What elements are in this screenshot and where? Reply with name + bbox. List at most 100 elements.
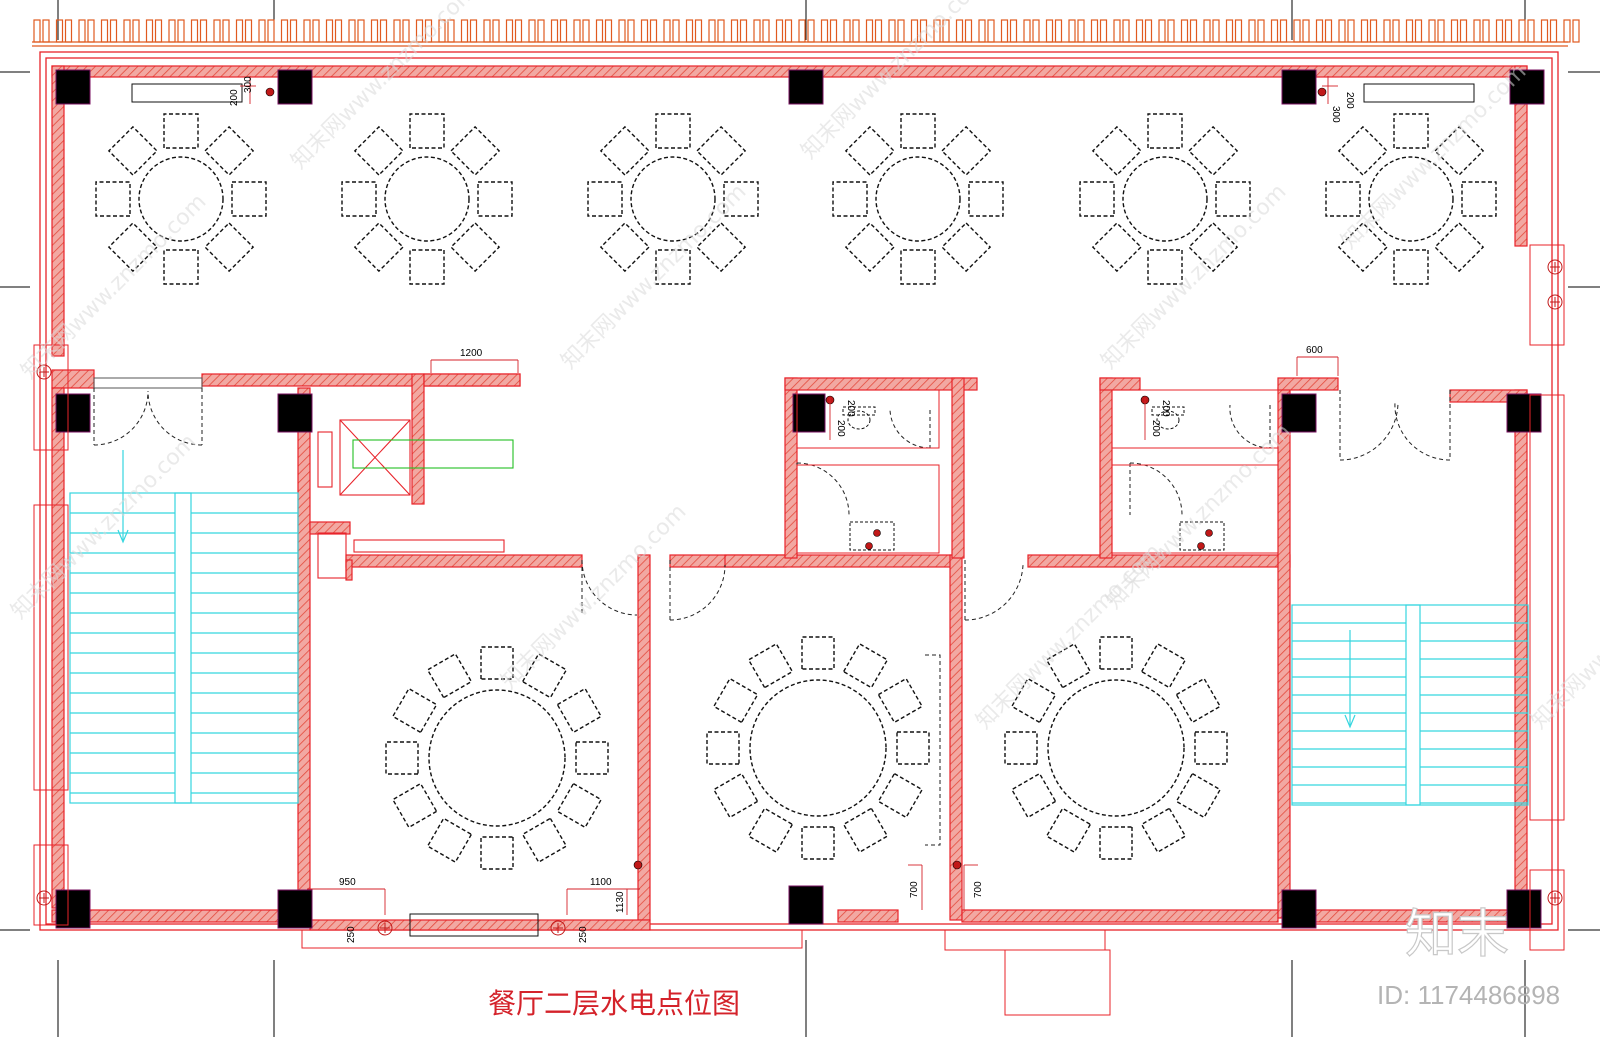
chair — [1140, 642, 1187, 689]
electric-point-icon — [873, 529, 881, 537]
parapet-cell — [483, 19, 491, 43]
chair — [556, 782, 603, 829]
parapet-cell — [154, 19, 163, 43]
chair — [877, 677, 924, 724]
parapet-cell — [1315, 19, 1324, 43]
electric-point-icon — [265, 87, 275, 97]
parapet-cell — [1572, 19, 1580, 43]
parapet-cell — [1473, 19, 1481, 43]
chair — [1175, 677, 1222, 724]
parapet-cell — [672, 19, 680, 43]
elevator-icon — [317, 419, 514, 579]
chair — [1099, 636, 1133, 670]
chair — [1434, 125, 1485, 176]
parapet-cell — [604, 19, 613, 43]
parapet-cell — [1068, 19, 1076, 43]
chair — [655, 113, 691, 149]
chair — [556, 687, 603, 734]
parapet-cell — [1270, 19, 1279, 43]
toilet-icon — [842, 406, 1185, 430]
parapet-cell — [1090, 19, 1099, 43]
parapet-cell — [78, 19, 86, 43]
parapet-cell — [1180, 19, 1189, 43]
chair — [575, 741, 609, 775]
parapet-cell — [910, 19, 919, 43]
chair — [696, 222, 747, 273]
chair — [941, 222, 992, 273]
round-table — [1047, 679, 1185, 817]
parapet-cell — [1405, 19, 1414, 43]
dim-upper-right-h: 200 — [1344, 92, 1355, 109]
parapet-cell — [717, 19, 725, 43]
parapet-cell — [132, 19, 140, 43]
id-label: ID: 1174486898 — [1377, 980, 1560, 1010]
parapet-cell — [1549, 19, 1558, 43]
dim-room2-wall: 700 — [909, 881, 920, 898]
dining-table — [1079, 113, 1251, 285]
dimension-lines — [240, 76, 1339, 915]
chair — [1188, 125, 1239, 176]
chair — [706, 731, 740, 765]
drawing-title: 餐厅二层水电点位图 — [488, 987, 740, 1020]
parapet-cell — [1347, 19, 1355, 43]
chair — [341, 181, 377, 217]
parapet-cell — [1045, 19, 1054, 43]
parapet-cell — [1540, 19, 1549, 43]
parapet-cell — [438, 19, 446, 43]
chair — [900, 249, 936, 285]
parapet-cell — [1338, 19, 1346, 43]
parapet-cell — [492, 19, 500, 43]
chair — [426, 817, 473, 864]
chair — [409, 249, 445, 285]
watermark-text: 知末网www.znzmo.com — [497, 499, 692, 694]
chair — [1393, 249, 1429, 285]
parapet-cell — [685, 19, 694, 43]
parapet-cell — [199, 19, 208, 43]
chair — [842, 807, 889, 854]
parapet-cell — [1144, 19, 1153, 43]
chair — [1079, 181, 1115, 217]
parapet-cell — [852, 19, 860, 43]
parapet-cell — [1293, 19, 1301, 43]
dining-furniture — [95, 113, 1497, 870]
chair — [391, 687, 438, 734]
chair — [1091, 222, 1142, 273]
dining-table — [341, 113, 513, 285]
parapet-cell — [1023, 19, 1031, 43]
parapet-cell — [325, 19, 334, 43]
dining-table — [385, 646, 609, 870]
chair — [1147, 113, 1183, 149]
parapet-cell — [933, 19, 941, 43]
electric-points — [265, 87, 1327, 870]
parapet-cell — [1099, 19, 1108, 43]
parapet-cell — [775, 19, 784, 43]
chair — [1434, 222, 1485, 273]
parapet-cell — [964, 19, 973, 43]
parapet-cell — [1077, 19, 1085, 43]
parapet-cell — [537, 19, 545, 43]
parapet-top — [32, 19, 1580, 47]
chair — [655, 249, 691, 285]
chair — [1337, 222, 1388, 273]
round-table — [749, 679, 887, 817]
dim-right-wc-v: 200 — [1150, 420, 1161, 437]
parapet-cell — [64, 19, 73, 43]
dim-left-wc-h: 200 — [845, 400, 856, 417]
parapet-cell — [807, 19, 815, 43]
parapet-cell — [258, 19, 266, 43]
chair — [1188, 222, 1239, 273]
electric-point-icon — [1205, 529, 1213, 537]
parapet-cell — [1504, 19, 1513, 43]
parapet-cell — [595, 19, 604, 43]
parapet-cell — [514, 19, 523, 43]
parapet-cell — [865, 19, 874, 43]
watermarks: 知末网www.znzmo.com知末网www.znzmo.com知末网www.z… — [7, 0, 1600, 734]
chair — [107, 125, 158, 176]
parapet-cell — [1392, 19, 1400, 43]
annex-boxes — [33, 244, 1565, 1016]
chair — [1004, 731, 1038, 765]
socket-icon — [377, 920, 393, 936]
chair — [409, 113, 445, 149]
parapet-cell — [1324, 19, 1333, 43]
